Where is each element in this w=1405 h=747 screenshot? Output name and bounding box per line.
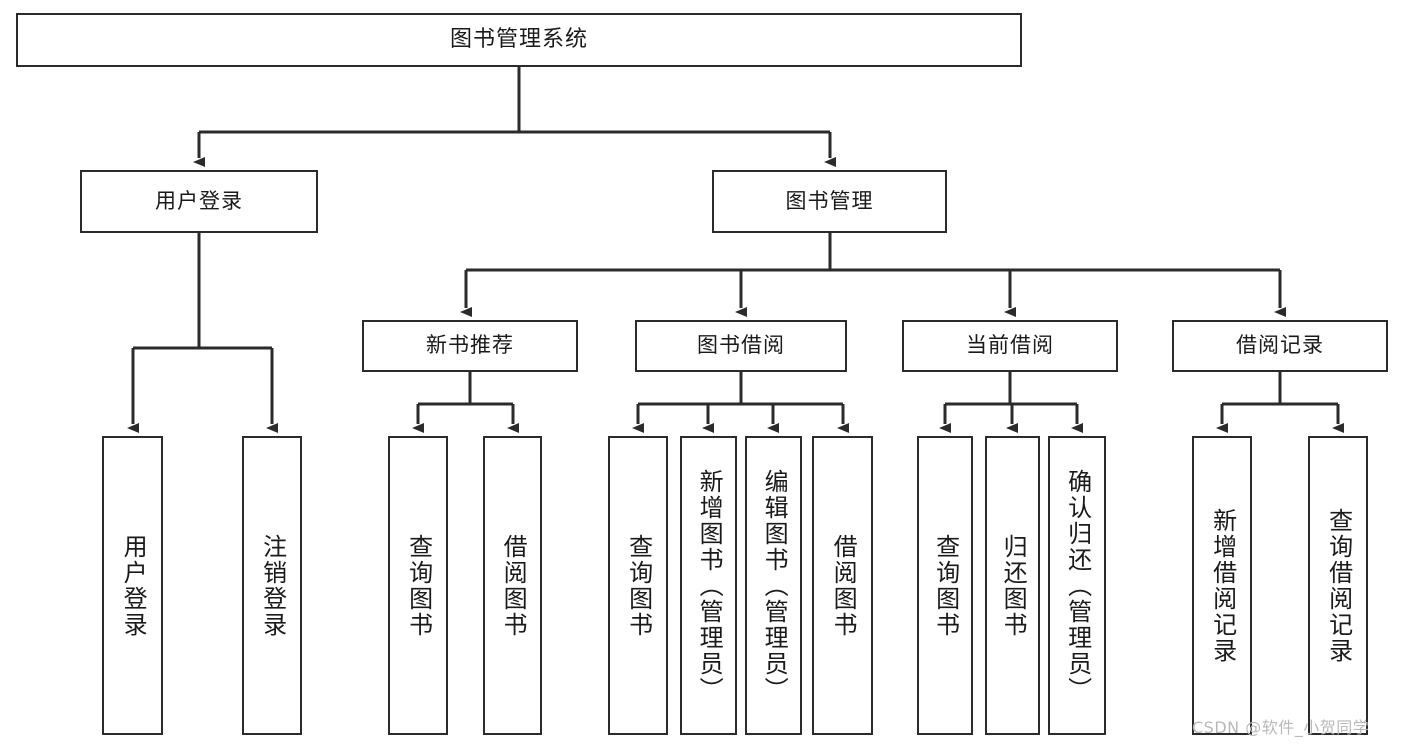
node-label: 借阅图书 — [499, 533, 528, 638]
node-leaf-edit-book[interactable]: 编辑图书（管理员） — [745, 436, 802, 735]
node-label: 查询图书 — [624, 533, 653, 638]
node-root-system[interactable]: 图书管理系统 — [16, 13, 1022, 67]
node-new-book-rec[interactable]: 新书推荐 — [362, 320, 578, 372]
node-leaf-query-book-1[interactable]: 查询图书 — [388, 436, 448, 735]
node-label: 借阅记录 — [1236, 333, 1324, 358]
node-label: 确认归还（管理员） — [1063, 468, 1092, 703]
node-book-manage[interactable]: 图书管理 — [712, 170, 947, 233]
node-label: 注销登录 — [258, 533, 287, 638]
node-label: 查询图书 — [404, 533, 433, 638]
node-label: 图书管理 — [785, 188, 874, 213]
node-leaf-query-book-2[interactable]: 查询图书 — [608, 436, 668, 735]
node-user-login[interactable]: 用户登录 — [80, 170, 318, 233]
node-label: 编辑图书（管理员） — [760, 468, 789, 703]
node-label: 新书推荐 — [426, 333, 514, 358]
node-leaf-user-logout[interactable]: 注销登录 — [242, 436, 302, 735]
node-label: 当前借阅 — [966, 333, 1054, 358]
node-current-borrow[interactable]: 当前借阅 — [902, 320, 1118, 372]
node-leaf-borrow-book-1[interactable]: 借阅图书 — [483, 436, 542, 735]
node-label: 查询图书 — [931, 533, 960, 638]
node-label: 借阅图书 — [829, 533, 858, 638]
node-borrow-record[interactable]: 借阅记录 — [1172, 320, 1388, 372]
node-label: 归还图书 — [999, 533, 1028, 638]
node-leaf-borrow-book-2[interactable]: 借阅图书 — [812, 436, 873, 735]
node-label: 图书借阅 — [697, 333, 785, 358]
node-label: 新增图书（管理员） — [695, 468, 724, 703]
node-label: 图书管理系统 — [449, 26, 588, 52]
node-label: 用户登录 — [155, 188, 243, 213]
watermark-csdn: CSDN @软件_小贺同学 — [1192, 718, 1370, 737]
node-label: 查询借阅记录 — [1324, 507, 1353, 664]
node-leaf-confirm-return[interactable]: 确认归还（管理员） — [1048, 436, 1106, 735]
node-leaf-query-book-3[interactable]: 查询图书 — [917, 436, 973, 735]
node-leaf-user-login[interactable]: 用户登录 — [102, 436, 163, 735]
node-leaf-add-record[interactable]: 新增借阅记录 — [1192, 436, 1252, 735]
node-leaf-query-record[interactable]: 查询借阅记录 — [1308, 436, 1368, 735]
node-leaf-add-book[interactable]: 新增图书（管理员） — [680, 436, 737, 735]
node-book-borrow[interactable]: 图书借阅 — [635, 320, 847, 372]
node-leaf-return-book[interactable]: 归还图书 — [985, 436, 1040, 735]
node-label: 用户登录 — [119, 533, 148, 638]
node-label: 新增借阅记录 — [1208, 507, 1237, 664]
